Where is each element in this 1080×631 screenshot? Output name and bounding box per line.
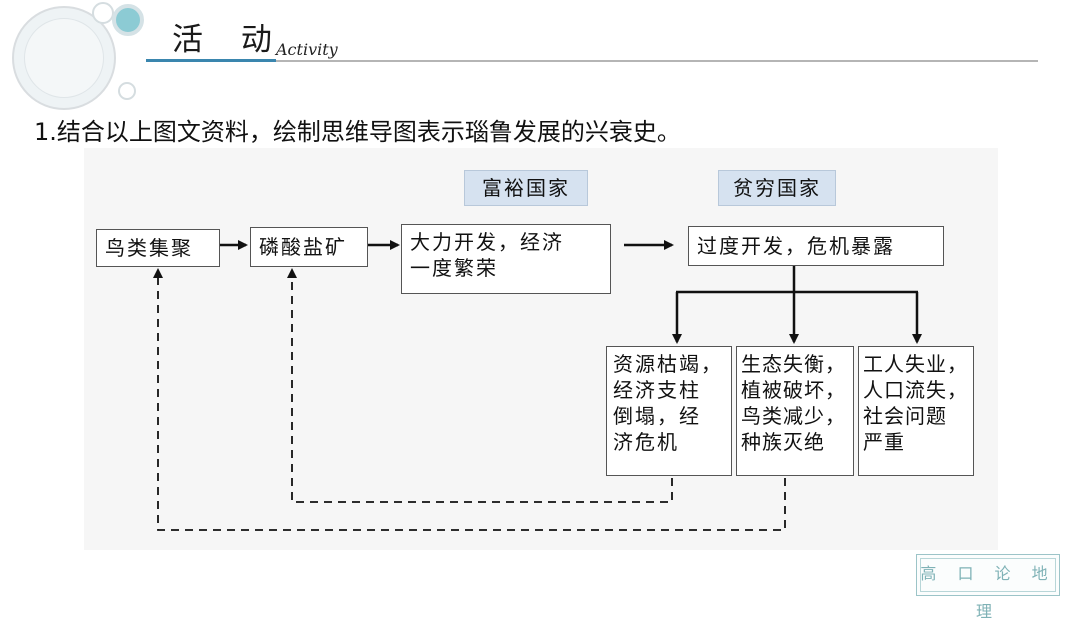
node-over-development: 过度开发，危机暴露: [688, 226, 944, 266]
mind-map-connectors: [153, 240, 922, 531]
node-birds: 鸟类集聚: [96, 229, 220, 267]
node-phosphate: 磷酸盐矿: [250, 227, 368, 267]
title-underline: [276, 60, 1038, 62]
watermark-logo: 高 口 论 地 理: [916, 554, 1060, 621]
node-resources: 资源枯竭， 经济支柱 倒塌，经 济危机: [606, 346, 732, 476]
label-rich-country: 富裕国家: [464, 170, 588, 206]
node-ecology: 生态失衡， 植被破坏， 鸟类减少， 种族灭绝: [736, 346, 854, 476]
node-development: 大力开发，经济 一度繁荣: [401, 224, 611, 294]
node-society: 工人失业， 人口流失， 社会问题 严重: [858, 346, 974, 476]
decor-circle-tiny: [118, 82, 136, 100]
watermark-frame: [920, 558, 1056, 592]
feedback-resources-to-phosphate: [287, 268, 673, 503]
label-poor-country: 贫穷国家: [718, 170, 836, 206]
question-text: 1.结合以上图文资料，绘制思维导图表示瑙鲁发展的兴衰史。: [34, 118, 681, 146]
title-underline-accent: [146, 59, 276, 62]
decor-circle-inner: [24, 18, 104, 98]
decor-circle-teal: [112, 4, 144, 36]
feedback-ecology-to-birds: [153, 268, 786, 531]
page-subtitle: Activity: [276, 40, 338, 59]
page-title: 活 动: [172, 22, 286, 58]
